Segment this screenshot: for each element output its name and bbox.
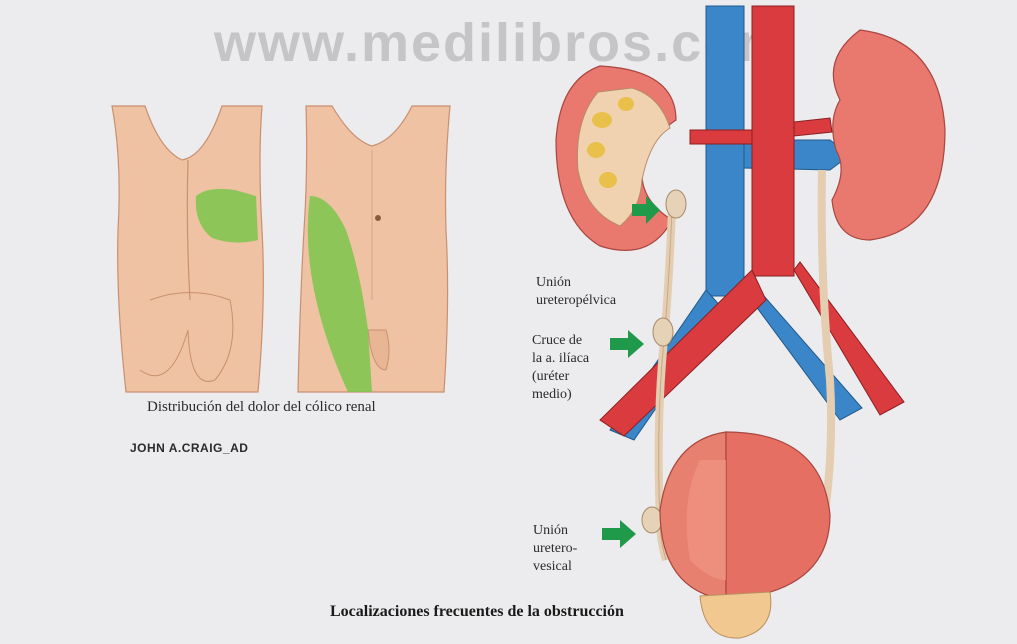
arrow-ureteropelvic <box>632 196 660 224</box>
pain-area-front <box>307 196 372 392</box>
stone-ureteropelvic <box>665 189 687 219</box>
label-ureteropelvic: Unión ureteropélvica <box>536 275 617 308</box>
right-kidney <box>831 29 946 241</box>
left-kidney-sectioned <box>555 65 677 251</box>
label-iliac-crossing: Cruce de la a. ilíaca (uréter medio) <box>532 333 590 402</box>
pain-area-back <box>195 188 258 243</box>
stone-ureterovesical <box>641 506 663 534</box>
label-ureterovesical: Unión uretero- vesical <box>533 523 578 574</box>
arrow-iliac <box>610 330 644 358</box>
artist-signature: JOHN A.CRAIG_AD <box>130 441 249 455</box>
stone-iliac <box>652 317 674 347</box>
arrow-ureterovesical <box>602 520 636 548</box>
obstruction-title: Localizaciones frecuentes de la obstrucc… <box>330 603 624 620</box>
watermark-text: www.medilibros.com <box>214 13 789 73</box>
pain-distribution-caption: Distribución del dolor del cólico renal <box>147 399 376 415</box>
ureters <box>641 169 836 562</box>
back-view-torso <box>111 105 264 393</box>
bladder <box>659 431 831 639</box>
front-view-torso <box>297 105 451 393</box>
